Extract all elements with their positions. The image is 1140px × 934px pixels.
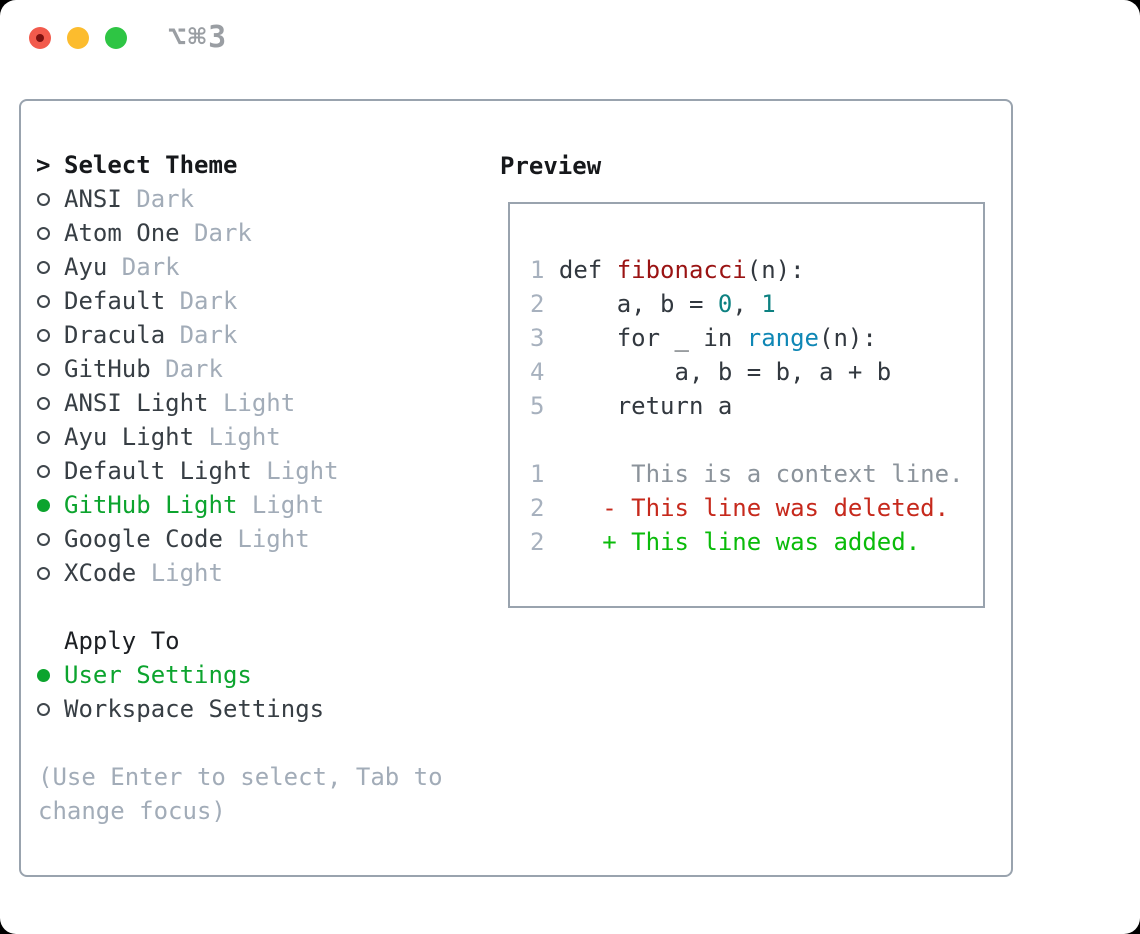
option-variant-tag: Light bbox=[150, 559, 223, 587]
theme-option-atom-one[interactable]: Atom One Dark bbox=[36, 216, 476, 250]
window-title: ⌥⌘3 bbox=[168, 20, 229, 55]
preview-line: 4 a, b = b, a + b bbox=[530, 358, 892, 386]
radio-icon bbox=[36, 362, 64, 376]
preview-line: 3 for _ in range(n): bbox=[530, 324, 877, 352]
option-label: ANSI Light bbox=[64, 389, 223, 417]
preview-line: 5 return a bbox=[530, 392, 733, 420]
option-label: Default Light bbox=[64, 457, 267, 485]
radio-icon bbox=[36, 430, 64, 444]
radio-icon bbox=[36, 396, 64, 410]
option-variant-tag: Light bbox=[237, 525, 310, 553]
apply-to-header: Apply To bbox=[36, 624, 476, 658]
section-gap bbox=[36, 590, 476, 624]
radio-icon bbox=[36, 226, 64, 240]
radio-icon bbox=[36, 192, 64, 206]
close-button[interactable] bbox=[29, 27, 51, 49]
radio-icon bbox=[36, 566, 64, 580]
radio-icon bbox=[36, 702, 64, 716]
option-variant-tag: Dark bbox=[179, 321, 238, 349]
theme-option-default[interactable]: Default Dark bbox=[36, 284, 476, 318]
theme-option-ayu-light[interactable]: Ayu Light Light bbox=[36, 420, 476, 454]
option-label: Ayu Light bbox=[64, 423, 209, 451]
option-variant-tag: Dark bbox=[179, 287, 238, 315]
option-variant-tag: Light bbox=[266, 457, 339, 485]
option-label: ANSI bbox=[64, 185, 137, 213]
preview-line: 1 This is a context line. bbox=[530, 460, 964, 488]
theme-option-ansi-light[interactable]: ANSI Light Light bbox=[36, 386, 476, 420]
option-variant-tag: Dark bbox=[121, 253, 180, 281]
option-label: Workspace Settings bbox=[64, 695, 325, 723]
theme-option-github-light[interactable]: GitHub Light Light bbox=[36, 488, 476, 522]
preview-line: 1 def fibonacci(n): bbox=[530, 256, 805, 284]
select-theme-title: Select Theme bbox=[64, 151, 238, 179]
section-gap bbox=[36, 726, 476, 760]
select-theme-header: > Select Theme bbox=[36, 148, 476, 182]
option-label: Dracula bbox=[64, 321, 180, 349]
focus-caret-icon: > bbox=[36, 151, 51, 179]
theme-option-xcode[interactable]: XCode Light bbox=[36, 556, 476, 590]
option-label: Atom One bbox=[64, 219, 195, 247]
apply-option-workspace-settings[interactable]: Workspace Settings bbox=[36, 692, 476, 726]
option-label: GitHub bbox=[64, 355, 166, 383]
theme-option-ansi[interactable]: ANSI Dark bbox=[36, 182, 476, 216]
keyboard-hint: (Use Enter to select, Tab to change focu… bbox=[38, 763, 443, 825]
option-variant-tag: Light bbox=[222, 389, 296, 417]
minimize-button[interactable] bbox=[67, 27, 89, 49]
radio-icon bbox=[36, 294, 64, 308]
option-label: Google Code bbox=[64, 525, 238, 553]
preview-line: 2 + This line was added. bbox=[530, 528, 921, 556]
theme-option-ayu[interactable]: Ayu Dark bbox=[36, 250, 476, 284]
apply-to-title: Apply To bbox=[64, 627, 180, 655]
radio-icon bbox=[36, 464, 64, 478]
theme-option-google-code[interactable]: Google Code Light bbox=[36, 522, 476, 556]
theme-option-dracula[interactable]: Dracula Dark bbox=[36, 318, 476, 352]
radio-selected-icon bbox=[36, 498, 64, 512]
radio-selected-icon bbox=[36, 668, 64, 682]
zoom-button[interactable] bbox=[105, 27, 127, 49]
option-variant-tag: Dark bbox=[136, 185, 195, 213]
option-label: Ayu bbox=[64, 253, 122, 281]
option-label: XCode bbox=[64, 559, 151, 587]
option-label: User Settings bbox=[64, 661, 252, 689]
preview-line: 2 a, b = 0, 1 bbox=[530, 290, 776, 318]
option-variant-tag: Light bbox=[208, 423, 281, 451]
preview-line bbox=[530, 423, 983, 457]
apply-option-user-settings[interactable]: User Settings bbox=[36, 658, 476, 692]
radio-icon bbox=[36, 260, 64, 274]
preview-title: Preview bbox=[500, 152, 602, 180]
radio-icon bbox=[36, 532, 64, 546]
theme-option-default-light[interactable]: Default Light Light bbox=[36, 454, 476, 488]
option-label: GitHub Light bbox=[64, 491, 252, 519]
preview-line: 2 - This line was deleted. bbox=[530, 494, 950, 522]
option-variant-tag: Dark bbox=[165, 355, 223, 383]
radio-icon bbox=[36, 328, 64, 342]
option-variant-tag: Light bbox=[251, 491, 325, 519]
option-label: Default bbox=[64, 287, 180, 315]
theme-option-github[interactable]: GitHub Dark bbox=[36, 352, 476, 386]
option-variant-tag: Dark bbox=[194, 219, 252, 247]
preview-pane: 1 def fibonacci(n): 2 a, b = 0, 1 3 for _ … bbox=[508, 202, 985, 608]
